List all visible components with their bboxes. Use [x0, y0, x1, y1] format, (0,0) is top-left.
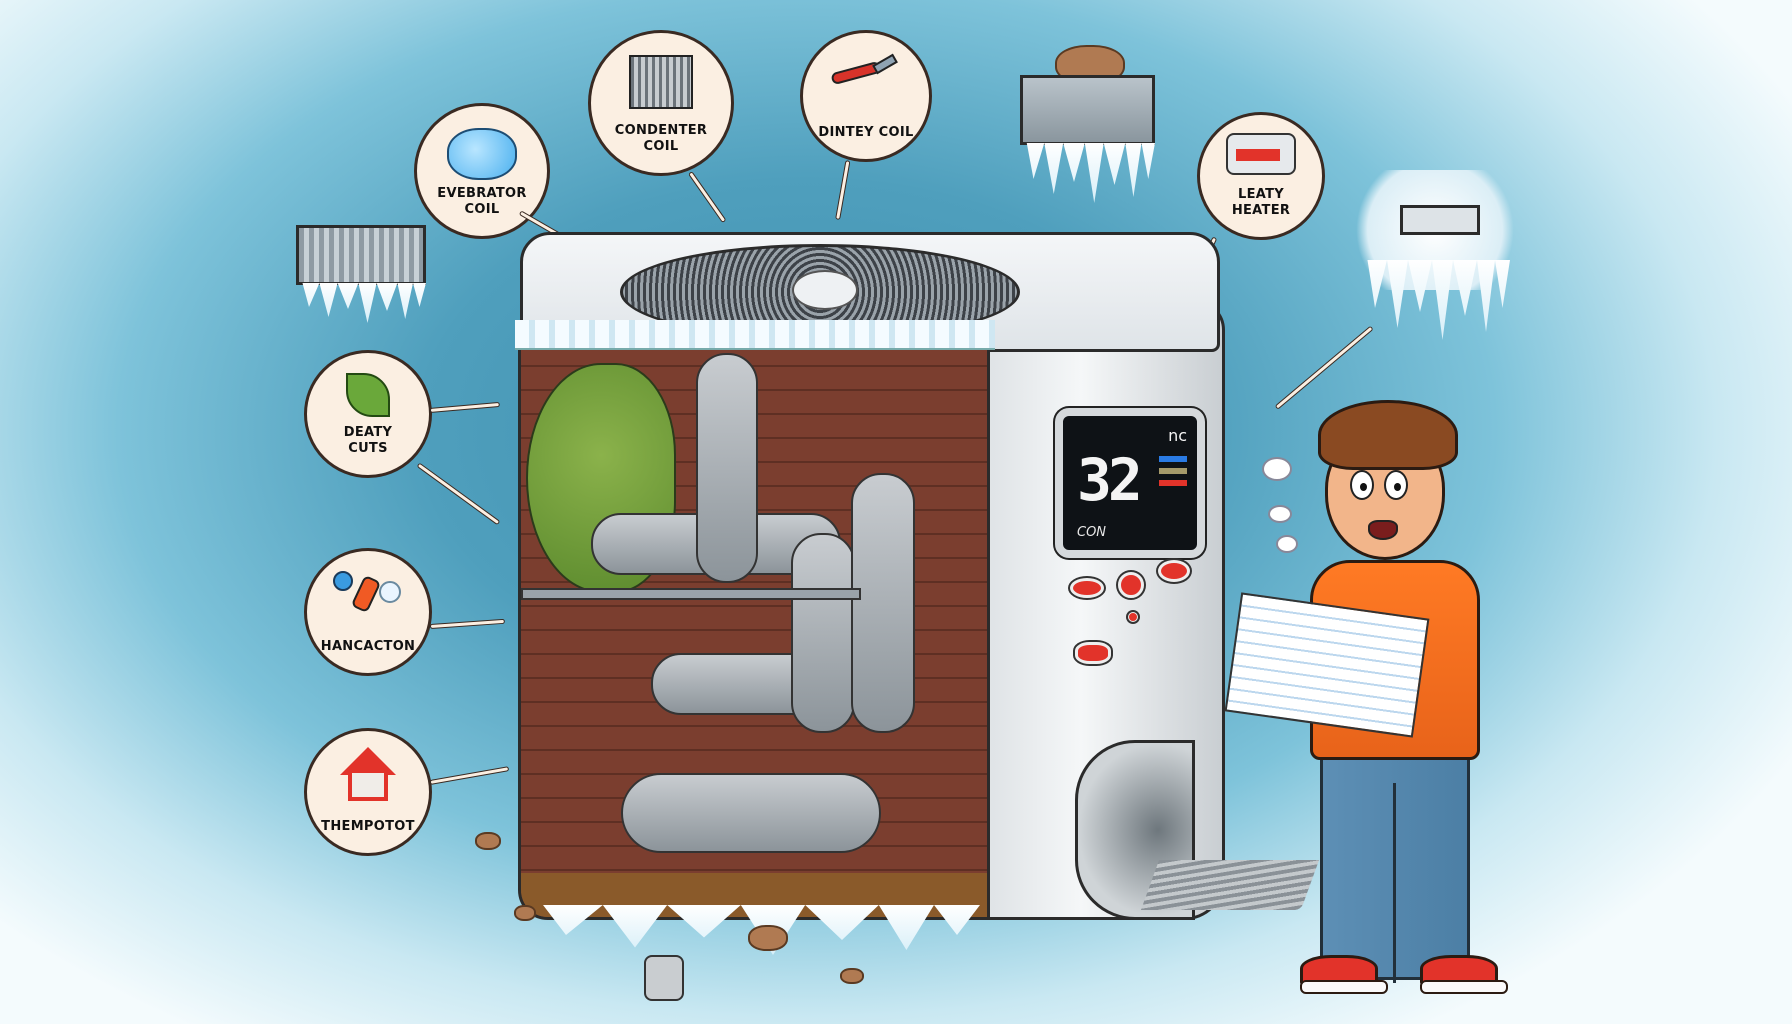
ac-cutaway-interior: [518, 330, 990, 920]
leaf-icon: [346, 373, 390, 417]
callout-condenser-coil: CONDENTER COIL: [588, 30, 734, 176]
callout-label: CONDENTER: [614, 123, 708, 138]
callout-pointer: [1274, 325, 1374, 410]
callout-label: COIL: [643, 139, 679, 154]
callout-label: DEATY: [343, 425, 393, 440]
debris-chunk: [514, 905, 536, 921]
control-button-right[interactable]: [1158, 560, 1190, 582]
papers-stack: [1224, 592, 1430, 738]
vent-ribbon: [1140, 860, 1320, 910]
ice-buildup: [515, 320, 995, 350]
callout-label: EVEBRATOR: [437, 186, 527, 201]
callout-label: CUTS: [348, 441, 388, 456]
mixed-parts-icon: [333, 571, 403, 617]
duct-pipe: [851, 473, 915, 733]
shoe-left: [1300, 955, 1388, 994]
debris-chunk: [475, 832, 501, 850]
eye-right: [1384, 470, 1408, 500]
callout-pointer: [429, 401, 500, 413]
callout-label: THEMPOTOT: [321, 819, 415, 834]
tape-roll: [644, 955, 684, 1001]
mode-indicator: CON: [1077, 525, 1107, 540]
shoe-right: [1420, 955, 1508, 994]
thermostat-display: 32 nc CON: [1055, 408, 1205, 558]
callout-label: LEATY: [1238, 187, 1284, 202]
callout-pointer: [429, 766, 510, 785]
jeans: [1320, 750, 1470, 983]
status-bar-blue: [1159, 456, 1187, 462]
callout-label: DINTEY COIL: [818, 125, 914, 140]
breath-puff-icon: [1276, 535, 1298, 553]
callout-dirty-ducts: DEATY CUTS: [304, 350, 432, 478]
debris-chunk: [840, 968, 864, 984]
debris-chunk: [748, 925, 788, 951]
house-icon: [340, 747, 396, 801]
frozen-evaporator-box: [296, 205, 436, 323]
duct-pipe: [791, 533, 855, 733]
heater-icon: [1226, 133, 1296, 175]
duct-pipe: [621, 773, 881, 853]
callout-leaky-heater: LEATY HEATER: [1197, 112, 1325, 240]
callout-label: HANCACTON: [320, 639, 416, 654]
callout-thermostat: THEMPOTOT: [304, 728, 432, 856]
callout-label: COIL: [464, 202, 500, 217]
callout-pointer: [687, 171, 727, 224]
cloud-face-icon: [447, 128, 517, 180]
breath-puff-icon: [1268, 505, 1292, 523]
temperature-unit: nc: [1168, 426, 1187, 445]
control-button-left[interactable]: [1070, 578, 1104, 598]
eye-left: [1350, 470, 1374, 500]
support-rail: [521, 588, 861, 600]
status-led: [1128, 612, 1138, 622]
callout-pointer: [835, 160, 851, 221]
callout-evaporator-coil: EVEBRATOR COIL: [414, 103, 550, 239]
callout-hancacton: HANCACTON: [304, 548, 432, 676]
mouth: [1368, 520, 1398, 540]
callout-label: HEATER: [1231, 203, 1291, 218]
hair: [1318, 400, 1458, 470]
frozen-dirty-box: [1015, 45, 1165, 203]
status-bar-tan: [1159, 468, 1187, 474]
fan-hub: [792, 270, 858, 310]
status-bar-red: [1159, 480, 1187, 486]
callout-dirty-coil: DINTEY COIL: [800, 30, 932, 162]
frozen-heater-cluster: [1340, 110, 1530, 340]
wrench-tools-icon: [830, 53, 901, 87]
temperature-readout: 32: [1077, 446, 1143, 514]
control-button-center[interactable]: [1118, 572, 1144, 598]
duct-pipe: [696, 353, 758, 583]
breath-puff-icon: [1262, 457, 1292, 481]
coil-cube-icon: [629, 55, 693, 109]
callout-pointer: [416, 462, 501, 526]
callout-pointer: [429, 618, 505, 629]
control-button-bottom[interactable]: [1075, 642, 1111, 664]
